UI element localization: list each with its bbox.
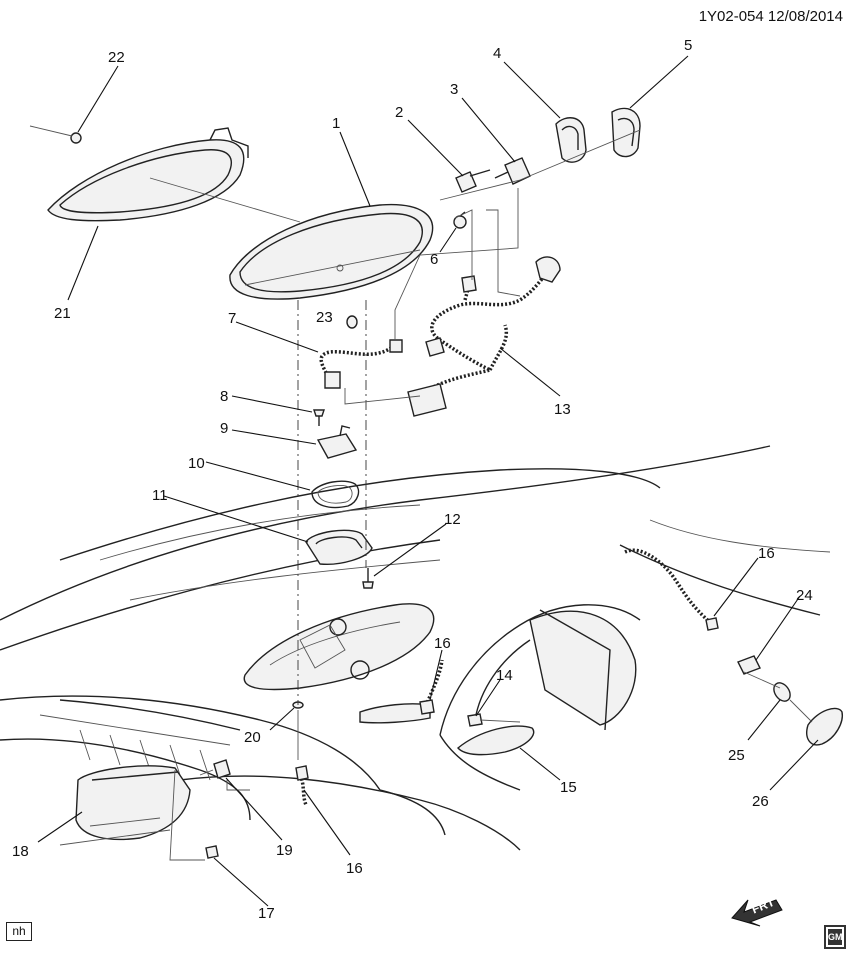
part-1-headlamp-assembly (229, 203, 434, 300)
callout-18: 18 (12, 843, 29, 860)
gm-logo-text: GM (828, 929, 843, 945)
part-17-bolt (205, 845, 219, 859)
gm-logo: GM (824, 925, 846, 949)
part-21-headlamp-bezel (47, 127, 249, 222)
callout-1: 1 (332, 115, 340, 132)
callout-10: 10 (188, 455, 205, 472)
part-19-fog-lamp-bulb (213, 759, 231, 779)
part-8-screw (313, 409, 325, 426)
part-12-bolt (362, 568, 374, 589)
part-15-side-marker-lamp (456, 725, 535, 756)
part-6-small-bulb (453, 211, 467, 229)
diagram-date: 12/08/2014 (767, 8, 843, 25)
callout-8: 8 (220, 388, 228, 405)
part-14-clip (467, 713, 483, 727)
arrow-icon (731, 899, 783, 927)
part-3-socket (494, 157, 531, 185)
callout-2: 2 (395, 104, 403, 121)
part-26-side-marker-lens (806, 707, 843, 746)
part-23-plug (346, 315, 358, 329)
callout-5: 5 (684, 37, 692, 54)
part-10-gasket (311, 480, 360, 509)
callout-11: 11 (152, 487, 168, 504)
callout-19: 19 (276, 842, 293, 859)
vehicle-front-body (0, 445, 831, 851)
callout-23: 23 (316, 309, 333, 326)
diagram-id: 1Y02-054 (698, 8, 764, 25)
illustrator-code: nh (6, 922, 32, 941)
part-4-cap (555, 117, 587, 163)
part-5-cover (611, 107, 641, 158)
part-16-harness-marker (419, 659, 444, 715)
callout-16-fog: 16 (346, 860, 363, 877)
callout-6: 6 (430, 251, 438, 268)
part-24-socket (737, 655, 761, 675)
part-16-harness-fog (295, 765, 309, 806)
callout-7: 7 (228, 310, 236, 327)
part-18-fog-lamp (75, 765, 191, 841)
callout-26: 26 (752, 793, 769, 810)
callout-3: 3 (450, 81, 458, 98)
callout-12: 12 (444, 511, 461, 528)
callout-4: 4 (493, 45, 501, 62)
callout-16-rear: 16 (758, 545, 775, 562)
callout-16-marker: 16 (434, 635, 451, 652)
callout-20: 20 (244, 729, 261, 746)
callout-24: 24 (796, 587, 813, 604)
leader-lines (37, 55, 819, 907)
diagram-header: 1Y02-054 12/08/2014 (699, 8, 843, 25)
front-direction-arrow: FRT (731, 895, 783, 927)
part-9-module (316, 425, 358, 459)
callout-25: 25 (728, 747, 745, 764)
callout-14: 14 (496, 667, 513, 684)
part-7-harness (319, 339, 403, 389)
part-16-harness-rear (624, 548, 719, 631)
callout-9: 9 (220, 420, 228, 437)
part-11-mounting-bracket (305, 529, 373, 565)
callout-22: 22 (108, 49, 125, 66)
part-22-fastener (29, 125, 82, 144)
callout-17: 17 (258, 905, 275, 922)
part-13-harness (407, 256, 561, 417)
callout-labels: 1 2 3 4 5 6 7 8 9 10 11 12 13 14 15 16 1… (12, 37, 813, 922)
callout-15: 15 (560, 779, 577, 796)
callout-13: 13 (554, 401, 571, 418)
part-2-bulb (455, 169, 491, 193)
callout-21: 21 (54, 305, 71, 322)
assembly-guide-lines (59, 129, 813, 861)
